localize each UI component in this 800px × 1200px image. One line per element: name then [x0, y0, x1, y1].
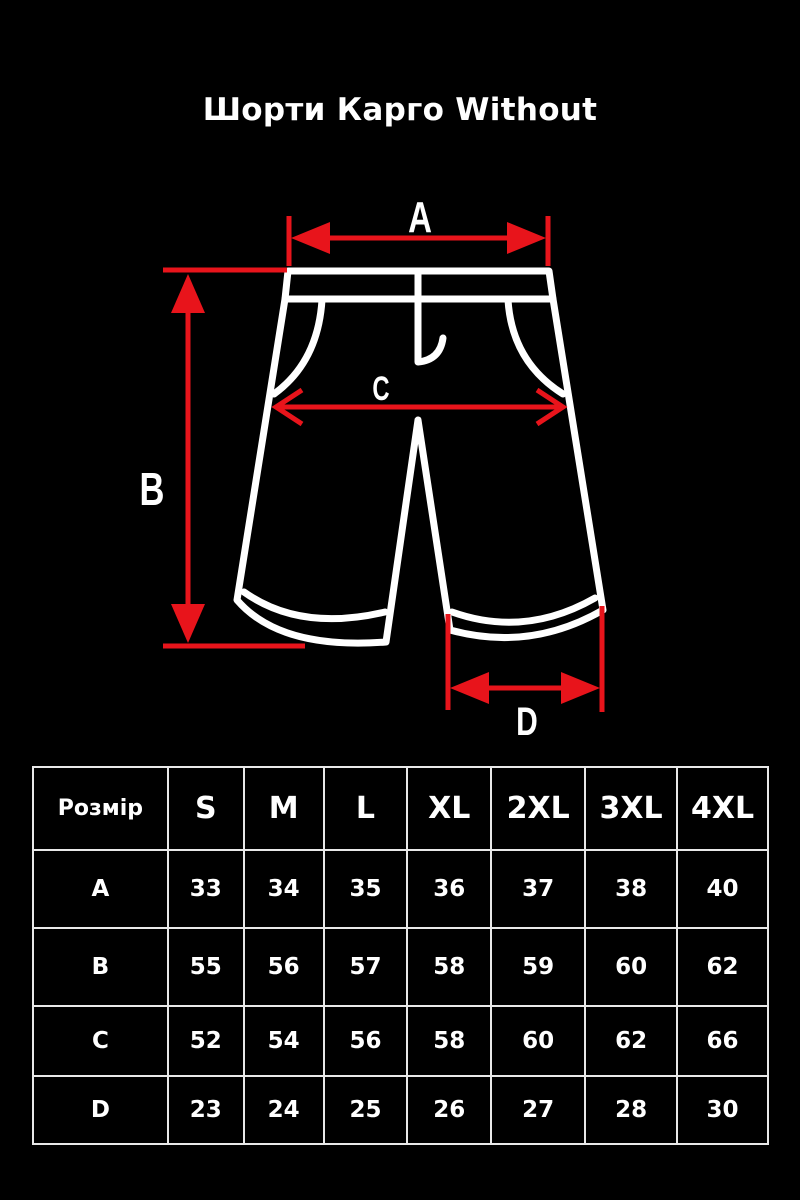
cell: 35	[322, 849, 409, 929]
cell: 54	[242, 1005, 325, 1077]
table-header-row: Розмір S M L XL 2XL 3XL 4XL	[32, 766, 769, 851]
row-label: A	[32, 849, 169, 929]
shorts-measurement-diagram: A B C D	[140, 194, 607, 744]
header-size: M	[242, 766, 325, 851]
header-size: 4XL	[676, 766, 769, 851]
header-size: 3XL	[584, 766, 679, 851]
row-label: D	[32, 1075, 169, 1145]
cell: 30	[676, 1075, 769, 1145]
cell: 27	[490, 1075, 587, 1145]
cell: 58	[406, 1005, 493, 1077]
cell: 56	[242, 927, 325, 1007]
cell: 55	[166, 927, 245, 1007]
right-cuff	[448, 594, 599, 626]
cell: 23	[166, 1075, 245, 1145]
header-size: 2XL	[490, 766, 587, 851]
cell: 28	[584, 1075, 679, 1145]
right-pocket	[504, 296, 567, 398]
cell: 33	[166, 849, 245, 929]
table-row: B 55 56 57 58 59 60 62	[32, 927, 769, 1007]
arrow-c	[271, 387, 568, 427]
label-a: A	[408, 194, 432, 243]
cell: 58	[406, 927, 493, 1007]
cell: 38	[584, 849, 679, 929]
cell: 59	[490, 927, 587, 1007]
page-title: Шорти Карго Without	[202, 92, 598, 128]
header-size: L	[322, 766, 409, 851]
shorts-outline	[233, 267, 607, 647]
header-size: XL	[406, 766, 493, 851]
row-label: C	[32, 1005, 169, 1077]
table-row: A 33 34 35 36 37 38 40	[32, 849, 769, 929]
row-label: B	[32, 927, 169, 1007]
size-table: Розмір S M L XL 2XL 3XL 4XL A 33 34 35 3…	[32, 766, 769, 1145]
cell: 25	[322, 1075, 409, 1145]
cell: 34	[242, 849, 325, 929]
cell: 37	[490, 849, 587, 929]
cell: 60	[490, 1005, 587, 1077]
header-size: S	[166, 766, 245, 851]
cell: 40	[676, 849, 769, 929]
cell: 24	[242, 1075, 325, 1145]
label-b: B	[140, 463, 165, 515]
label-d: D	[516, 700, 538, 744]
header-size-label: Розмір	[32, 766, 169, 851]
table-row: D 23 24 25 26 27 28 30	[32, 1075, 769, 1145]
label-c: C	[372, 370, 389, 408]
cell: 62	[676, 927, 769, 1007]
cell: 60	[584, 927, 679, 1007]
cell: 26	[406, 1075, 493, 1145]
measurement-arrows	[163, 216, 605, 712]
cell: 62	[584, 1005, 679, 1077]
left-pocket	[270, 296, 326, 398]
left-cuff	[240, 588, 389, 623]
shorts-body	[233, 295, 607, 647]
cell: 66	[676, 1005, 769, 1077]
cell: 36	[406, 849, 493, 929]
fly	[414, 270, 447, 366]
cell: 57	[322, 927, 409, 1007]
cell: 52	[166, 1005, 245, 1077]
cell: 56	[322, 1005, 409, 1077]
table-row: C 52 54 56 58 60 62 66	[32, 1005, 769, 1077]
